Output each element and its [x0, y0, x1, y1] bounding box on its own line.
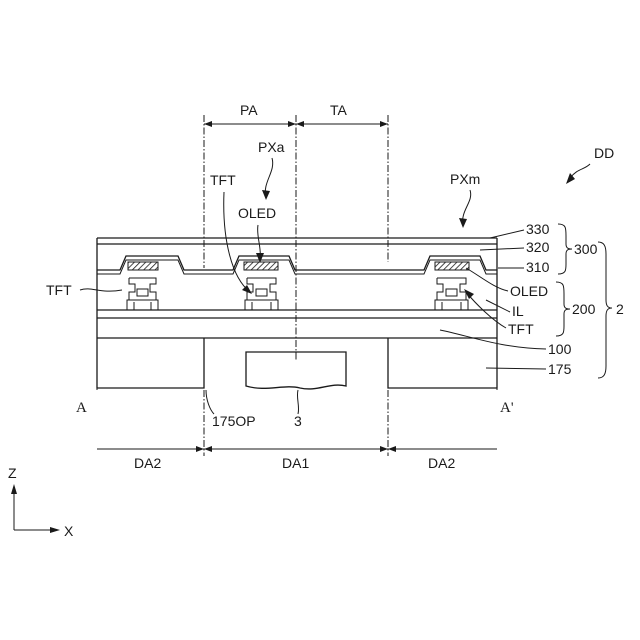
layer-175-label: 175 — [548, 361, 572, 377]
group-200-label: 200 — [572, 301, 596, 317]
oled-center — [244, 262, 278, 270]
oled-left — [128, 262, 158, 270]
layer-100-label: 100 — [548, 341, 572, 357]
pixel-pxa-label: PXa — [258, 139, 285, 155]
region-ta-label: TA — [330, 102, 348, 118]
bottom-labels: 175OP 3 — [206, 390, 302, 429]
axis-x-label: X — [64, 523, 74, 539]
group-300-label: 300 — [574, 241, 598, 257]
tft-right — [435, 278, 468, 310]
region-da2-right-label: DA2 — [428, 455, 455, 471]
opening-175op-label: 175OP — [212, 413, 256, 429]
oled-top-label: OLED — [238, 205, 276, 221]
layer-320-label: 320 — [526, 239, 550, 255]
tft-center — [245, 278, 278, 310]
figure-ref-label: DD — [594, 145, 614, 161]
region-da1-label: DA1 — [282, 455, 309, 471]
section-a-label: A — [76, 400, 87, 416]
module-3-label: 3 — [294, 413, 302, 429]
pixel-labels: PXa PXm DD — [258, 139, 614, 228]
region-da2-left-label: DA2 — [134, 455, 161, 471]
region-pa-label: PA — [240, 102, 258, 118]
pixel-pxm-label: PXm — [450, 171, 480, 187]
oled-right — [435, 262, 469, 270]
group-2-label: 2 — [616, 301, 624, 317]
left-labels: TFT TFT OLED — [46, 172, 276, 298]
tft-right-label: TFT — [508, 321, 534, 337]
axes-indicator: Z X — [8, 465, 74, 539]
bottom-region-dimension: DA2 DA1 DA2 — [97, 390, 497, 471]
support-layer — [97, 238, 497, 390]
tft-top-label: TFT — [210, 172, 236, 188]
oled-right-label: OLED — [510, 283, 548, 299]
tft-left-label: TFT — [46, 282, 72, 298]
top-region-dimension: PA TA — [204, 102, 388, 360]
layer-310-label: 310 — [526, 259, 550, 275]
layer-330-label: 330 — [526, 221, 550, 237]
axis-z-label: Z — [8, 465, 17, 481]
circuit-layer — [97, 238, 497, 338]
tft-left — [127, 278, 158, 310]
il-label: IL — [512, 303, 524, 319]
section-a-prime-label: A' — [500, 400, 514, 416]
